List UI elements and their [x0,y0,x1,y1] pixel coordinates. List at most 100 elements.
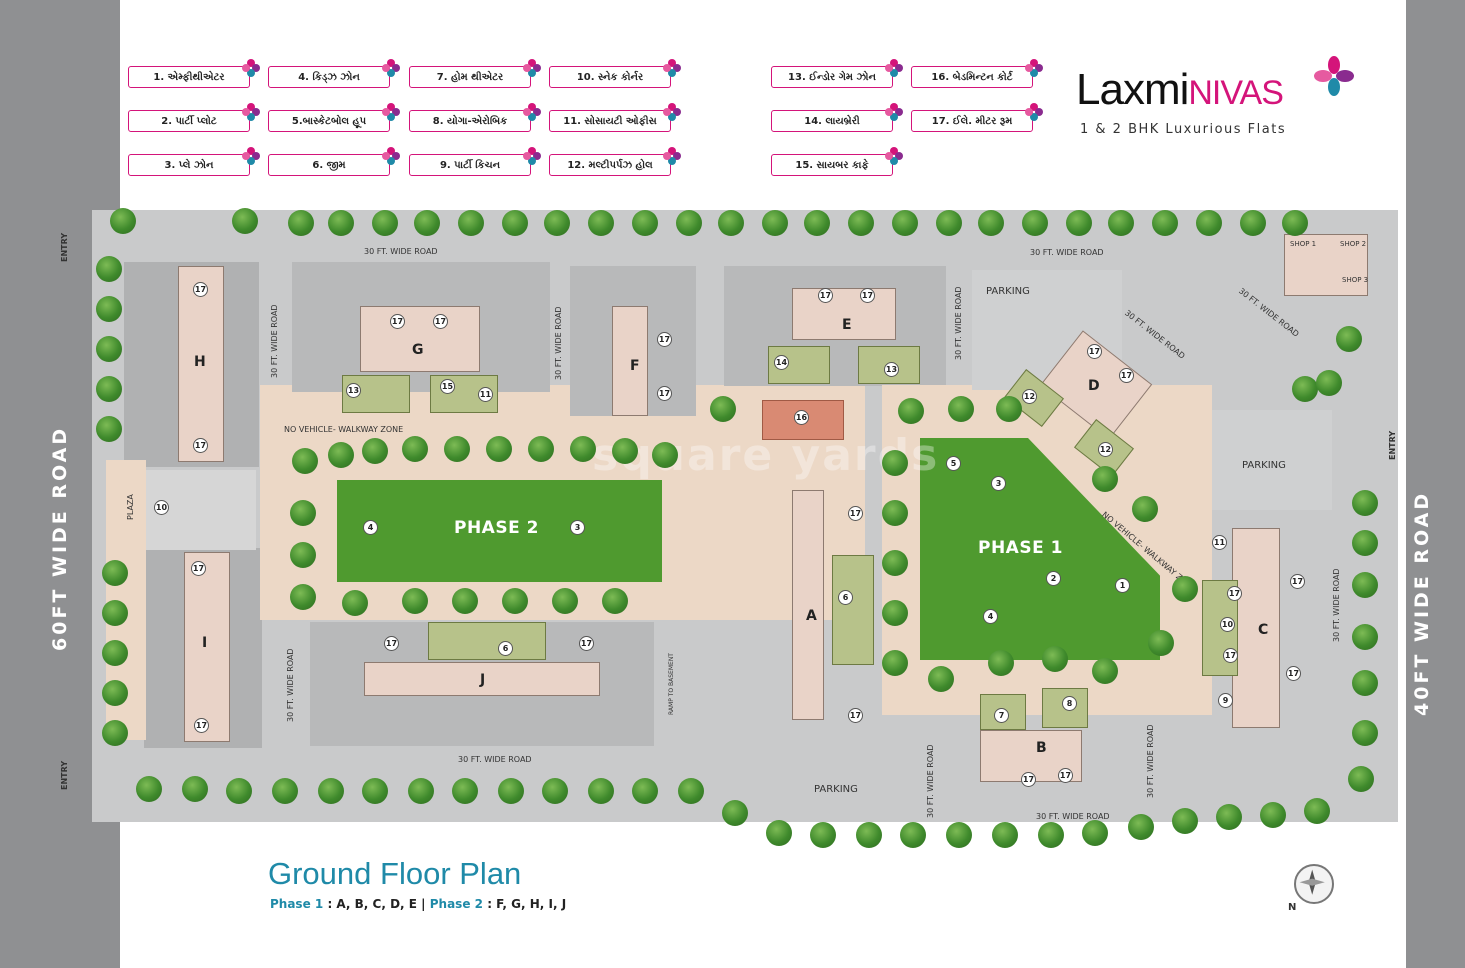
marker-4-phase1: 4 [983,609,998,624]
tree [804,210,830,236]
tree [882,450,908,476]
flower-icon [663,103,681,121]
tree [1352,490,1378,516]
tree [1128,814,1154,840]
marker-11-g: 11 [478,387,493,402]
flower-icon [523,147,541,165]
marker-5-phase1: 5 [946,456,961,471]
tree [988,650,1014,676]
marker-17-j1: 17 [384,636,399,651]
tree [102,600,128,626]
road-label-diag-d: 30 FT. WIDE ROAD [1123,308,1187,361]
marker-17-d1: 17 [1087,344,1102,359]
entry-top-left: ENTRY [60,232,69,262]
flat-a [832,555,874,665]
tree [362,778,388,804]
tree [408,778,434,804]
building-g-label: G [412,342,424,358]
flower-icon [382,59,400,77]
tree [1304,798,1330,824]
tree [1260,802,1286,828]
left-road-label: 60FT WIDE ROAD [49,425,71,651]
road-label-v-b2: 30 FT. WIDE ROAD [1146,724,1155,798]
tree [588,778,614,804]
flower-icon [663,147,681,165]
building-g [360,306,480,372]
tree [632,210,658,236]
marker-6-j: 6 [498,641,513,656]
legend-item-17: 17. ઈલે. મીટર રૂમ [911,103,1043,132]
plan-title: Ground Floor Plan [268,856,522,891]
marker-6-a: 6 [838,590,853,605]
marker-17-i1: 17 [191,561,206,576]
tree [1352,530,1378,556]
flower-icon [523,59,541,77]
building-e [792,288,896,340]
marker-17-a1: 17 [848,506,863,521]
marker-11-c: 11 [1212,535,1227,550]
tree [946,822,972,848]
watermark: square yards [592,430,940,481]
phase2-buildings: : F, G, H, I, J [487,897,567,911]
marker-17-f1: 17 [657,332,672,347]
shop-3-label: SHOP 3 [1342,276,1369,284]
tree [136,776,162,802]
entry-right: ENTRY [1388,430,1397,460]
road-label-top-left: 30 FT. WIDE ROAD [364,247,438,256]
parking-label-d: PARKING [986,286,1030,297]
building-f-label: F [630,358,640,374]
walkway-label-left: NO VEHICLE- WALKWAY ZONE [284,425,404,434]
tree [452,588,478,614]
building-b-label: B [1036,740,1047,756]
tree [1196,210,1222,236]
road-label-v-f: 30 FT. WIDE ROAD [554,306,563,380]
marker-17-h2: 17 [193,438,208,453]
tree [458,210,484,236]
marker-10-plaza: 10 [154,500,169,515]
legend-item-9: 9. પાર્ટી કિચન [409,147,541,176]
legend-item-13: 13. ઈન્ડોર ગેમ ઝોન [771,59,903,88]
flower-icon [242,103,260,121]
legend-item-4: 4. કિડ્ઝ ઝોન [268,59,400,88]
tree [948,396,974,422]
right-road-label: 40FT WIDE ROAD [1411,490,1433,716]
tree [328,442,354,468]
tree [710,396,736,422]
tree [882,600,908,626]
phase1-buildings: : A, B, C, D, E [327,897,417,911]
tree [652,442,678,468]
tree [1066,210,1092,236]
phase-breakdown: Phase 1 : A, B, C, D, E | Phase 2 : F, G… [270,897,566,911]
marker-17-e2: 17 [860,288,875,303]
building-d-label: D [1088,378,1100,394]
shop-area [1284,234,1368,296]
tree [1148,630,1174,656]
road-label-v-c: 30 FT. WIDE ROAD [1332,568,1341,642]
road-label-bottom-left: 30 FT. WIDE ROAD [458,755,532,764]
tree [102,680,128,706]
tree [1172,576,1198,602]
building-j-label: J [480,672,486,688]
tree [810,822,836,848]
legend-item-6: 6. જીમ [268,147,400,176]
flower-icon [885,59,903,77]
tree [1348,766,1374,792]
legend-item-8: 8. યોગા-એરોબિક [409,103,541,132]
tree [1082,820,1108,846]
tree [96,376,122,402]
parking-label-right: PARKING [1242,460,1286,471]
phase2-label: PHASE 2 [454,518,539,538]
tree [1132,496,1158,522]
tree [292,448,318,474]
tree [1352,720,1378,746]
tree [342,590,368,616]
tree [978,210,1004,236]
tree [444,436,470,462]
marker-12-d1: 12 [1022,389,1037,404]
flower-icon [382,103,400,121]
tree [542,778,568,804]
phase2-caption: Phase 2 [429,897,483,911]
site-plan: ENTRY ENTRY ENTRY 30 FT. WIDE ROAD 30 FT… [60,208,1398,848]
marker-3-phase1: 3 [991,476,1006,491]
shop-2-label: SHOP 2 [1340,240,1367,248]
